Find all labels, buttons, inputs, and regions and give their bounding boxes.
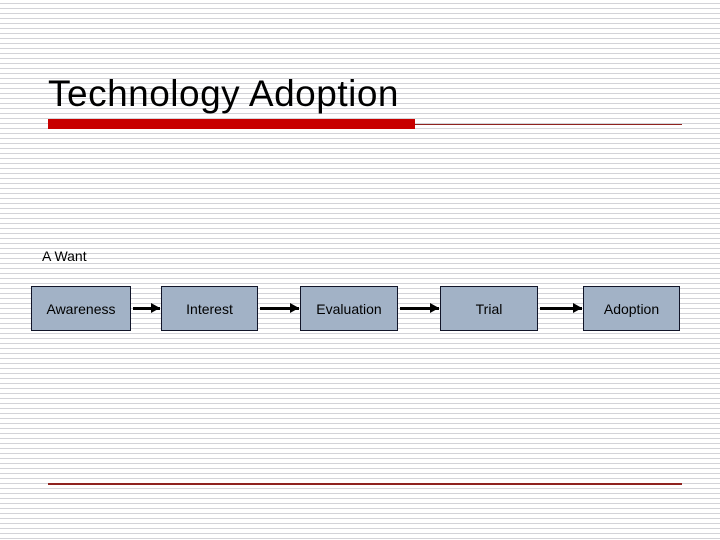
flow-arrow-1 <box>133 303 160 314</box>
flow-step-label: Interest <box>186 300 233 317</box>
flow-step-interest[interactable]: Interest <box>161 286 258 331</box>
flow-step-label: Awareness <box>46 300 116 317</box>
arrow-shaft <box>540 307 582 310</box>
flow-step-label: Trial <box>475 300 503 317</box>
arrow-head-icon <box>430 303 439 313</box>
flow-diagram: Awareness Interest Evaluation Trial Adoption <box>0 286 720 332</box>
flow-step-label: Adoption <box>603 300 660 317</box>
flow-arrow-3 <box>400 303 439 314</box>
arrow-head-icon <box>151 303 160 313</box>
flow-step-evaluation[interactable]: Evaluation <box>300 286 398 331</box>
arrow-head-icon <box>290 303 299 313</box>
flow-step-label: Evaluation <box>316 300 382 317</box>
arrow-shaft <box>133 307 160 310</box>
title-accent-bar <box>48 119 415 129</box>
bottom-divider-rule <box>48 483 682 485</box>
flow-arrow-2 <box>260 303 299 314</box>
flow-step-trial[interactable]: Trial <box>440 286 538 331</box>
page-title: Technology Adoption <box>48 73 399 114</box>
flow-step-adoption[interactable]: Adoption <box>583 286 680 331</box>
flow-arrow-4 <box>540 303 582 314</box>
arrow-head-icon <box>573 303 582 313</box>
want-caption: A Want <box>42 248 87 264</box>
arrow-shaft <box>400 307 439 310</box>
arrow-shaft <box>260 307 299 310</box>
flow-step-awareness[interactable]: Awareness <box>31 286 131 331</box>
